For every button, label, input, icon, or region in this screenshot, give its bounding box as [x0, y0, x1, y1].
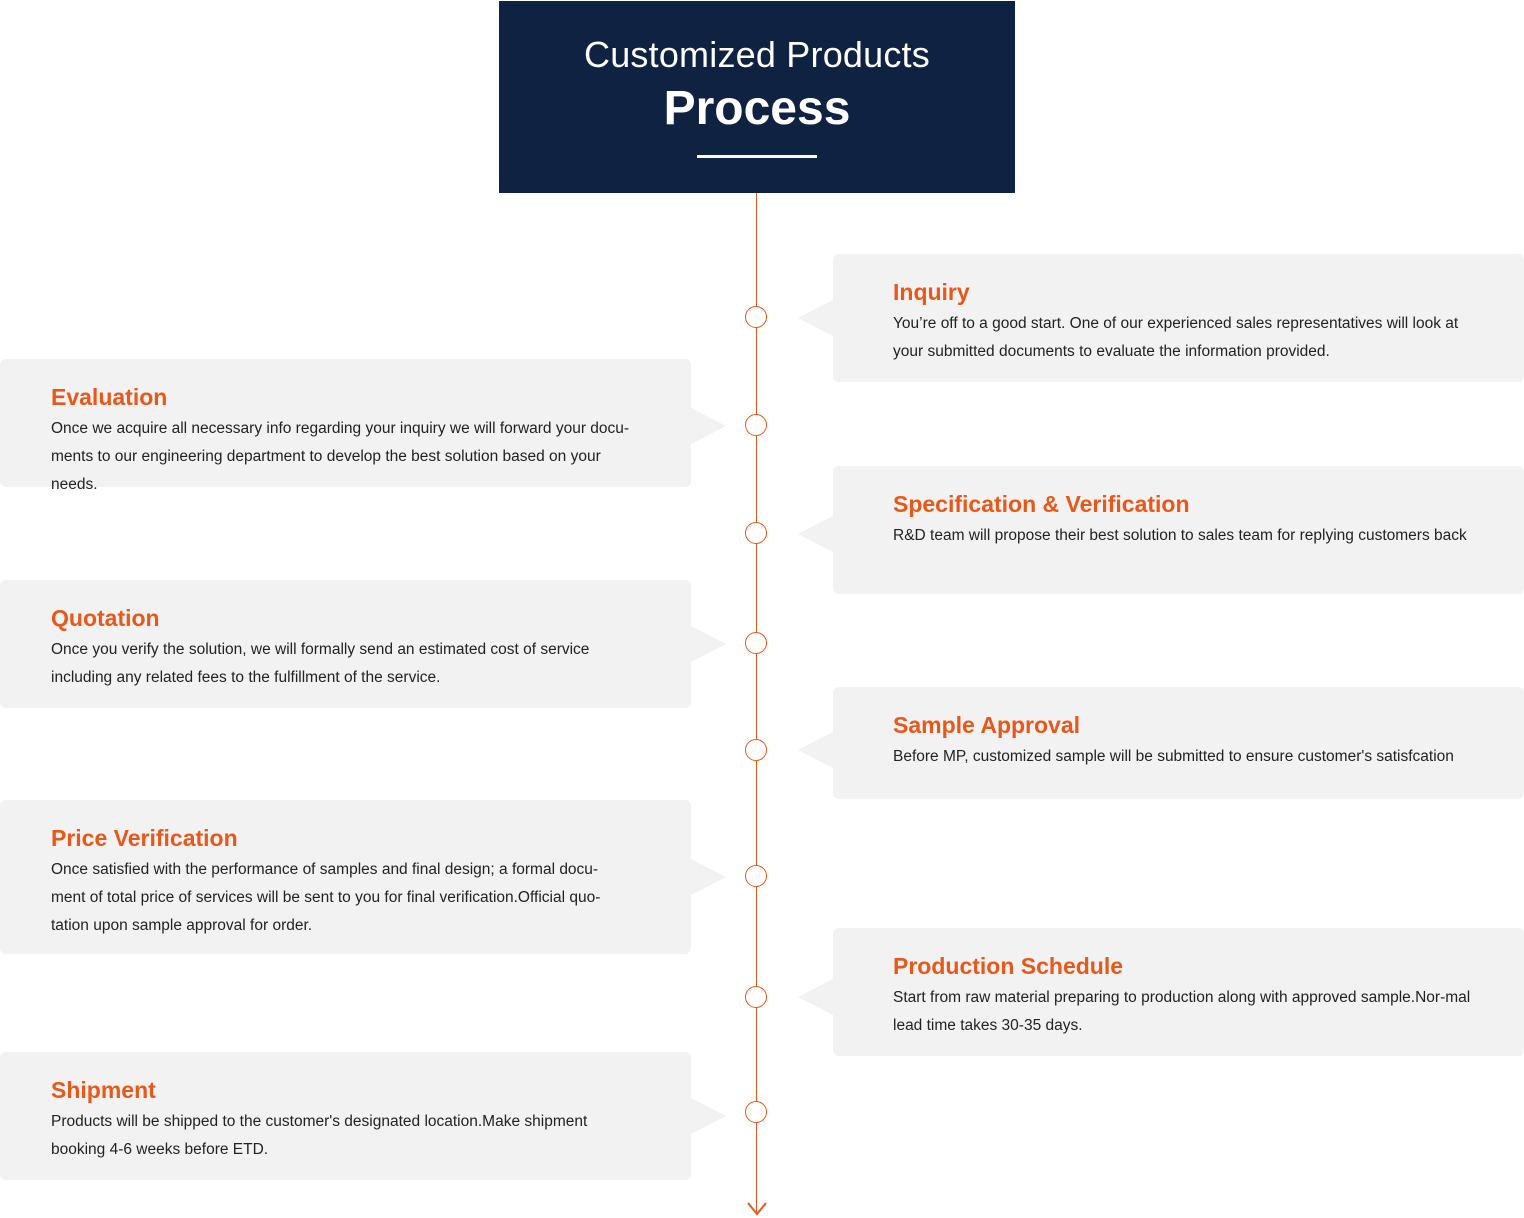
step-description: Once satisfied with the performance of s… — [51, 861, 601, 934]
step-title: Production Schedule — [893, 953, 1124, 979]
title-underline — [697, 155, 817, 158]
header-subtitle: Customized Products — [584, 34, 930, 75]
step-description: Once we acquire all necessary info regar… — [51, 420, 630, 493]
step-card-production-schedule: Production Schedule Start from raw mater… — [798, 928, 1524, 1056]
step-card-price-verification: Price Verification Once satisfied with t… — [0, 800, 726, 954]
step-description: Once you verify the solution, we will fo… — [51, 641, 590, 686]
timeline-node-production-schedule — [745, 986, 767, 1008]
step-title: Quotation — [51, 605, 160, 631]
step-card-shipment: Shipment Products will be shipped to the… — [0, 1052, 726, 1180]
process-header: Customized Products Process — [499, 1, 1015, 193]
step-card-quotation: Quotation Once you verify the solution, … — [0, 580, 726, 708]
step-description: Products will be shipped to the customer… — [51, 1113, 588, 1158]
step-card-sample-approval: Sample Approval Before MP, customized sa… — [798, 687, 1524, 799]
arrow-down-icon — [747, 1202, 767, 1216]
step-title: Sample Approval — [893, 712, 1081, 738]
step-description: Start from raw material preparing to pro… — [893, 989, 1471, 1034]
timeline-node-shipment — [745, 1101, 767, 1123]
timeline-node-price-verification — [745, 865, 767, 887]
step-card-specification-verification: Specification & Verification R&D team wi… — [798, 466, 1524, 594]
step-title: Inquiry — [893, 279, 970, 305]
step-description: Before MP, customized sample will be sub… — [893, 748, 1454, 765]
timeline-node-specification — [745, 522, 767, 544]
step-card-inquiry: Inquiry You’re off to a good start. One … — [798, 254, 1524, 382]
step-description: R&D team will propose their best solutio… — [893, 527, 1467, 544]
page-title: Process — [663, 82, 851, 135]
timeline-node-sample-approval — [745, 739, 767, 761]
step-description: You’re off to a good start. One of our e… — [893, 315, 1459, 360]
step-title: Price Verification — [51, 825, 238, 851]
timeline-node-inquiry — [745, 306, 767, 328]
timeline-node-quotation — [745, 632, 767, 654]
step-title: Evaluation — [51, 384, 168, 410]
step-card-evaluation: Evaluation Once we acquire all necessary… — [0, 359, 726, 493]
timeline-node-evaluation — [745, 414, 767, 436]
step-title: Shipment — [51, 1077, 156, 1103]
timeline-line — [756, 193, 757, 1213]
step-title: Specification & Verification — [893, 491, 1190, 517]
